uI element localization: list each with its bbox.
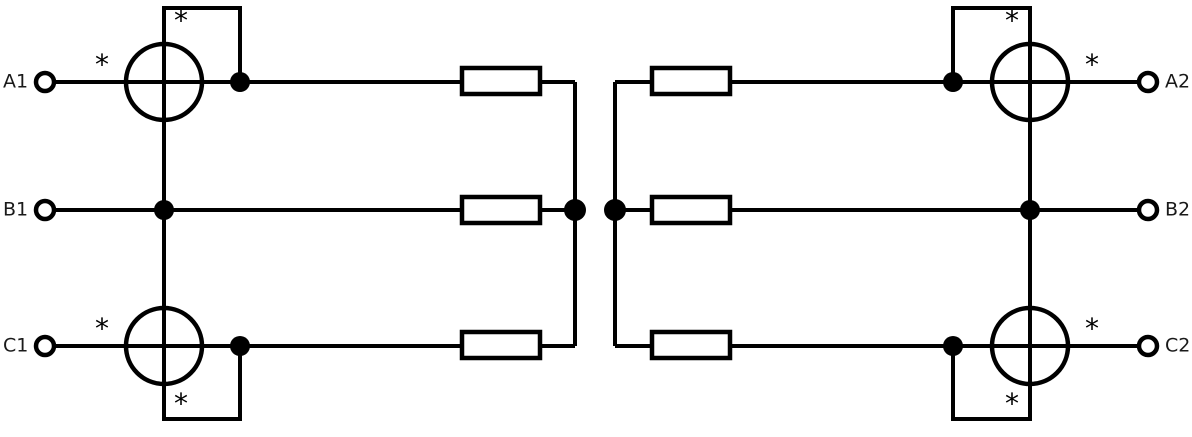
wire-left-a-polarity-lead <box>162 6 242 82</box>
wire-right-c-polarity-lead <box>951 346 1032 421</box>
terminal-a1[interactable] <box>33 70 57 94</box>
polarity-asterisk-left-c-bottom: * <box>174 387 188 420</box>
terminal-a2[interactable] <box>1136 70 1160 94</box>
resistor-right-a <box>649 65 733 97</box>
junction-dot-left-a <box>230 72 250 92</box>
terminal-c1[interactable] <box>33 334 57 358</box>
junction-dot-left-star <box>564 199 586 221</box>
junction-dot-right-c <box>943 336 963 356</box>
winding-left-a <box>123 41 205 123</box>
terminal-c2[interactable] <box>1136 334 1160 358</box>
junction-dot-left-b <box>154 200 174 220</box>
polarity-asterisk-left-a-top: * <box>174 4 188 37</box>
terminal-label-a1: A1 <box>3 71 28 93</box>
terminal-b1[interactable] <box>33 198 57 222</box>
junction-dot-right-star <box>604 199 626 221</box>
junction-dot-right-b <box>1020 200 1040 220</box>
junction-dot-right-a <box>943 72 963 92</box>
polarity-asterisk-left-a-line: * <box>95 48 109 81</box>
resistor-left-a <box>459 65 543 97</box>
polarity-asterisk-left-c-line: * <box>95 312 109 345</box>
polarity-asterisk-right-a-line: * <box>1085 48 1099 81</box>
terminal-label-b1: B1 <box>3 199 28 221</box>
polarity-asterisk-right-a-top: * <box>1005 4 1019 37</box>
terminal-label-a2: A2 <box>1165 71 1190 93</box>
junction-dot-left-c <box>230 336 250 356</box>
polarity-asterisk-right-c-line: * <box>1085 312 1099 345</box>
terminal-label-c2: C2 <box>1165 335 1190 357</box>
wire-right-a-polarity-lead <box>951 6 1032 82</box>
resistor-left-b <box>459 194 543 226</box>
terminal-label-b2: B2 <box>1165 199 1190 221</box>
polarity-asterisk-right-c-bottom: * <box>1005 387 1019 420</box>
resistor-left-c <box>459 329 543 361</box>
winding-right-c <box>989 305 1071 387</box>
terminal-b2[interactable] <box>1136 198 1160 222</box>
resistor-right-c <box>649 329 733 361</box>
terminal-label-c1: C1 <box>3 335 28 357</box>
resistor-right-b <box>649 194 733 226</box>
winding-left-c <box>123 305 205 387</box>
winding-right-a <box>989 41 1071 123</box>
wire-left-c-polarity-lead <box>162 346 242 421</box>
